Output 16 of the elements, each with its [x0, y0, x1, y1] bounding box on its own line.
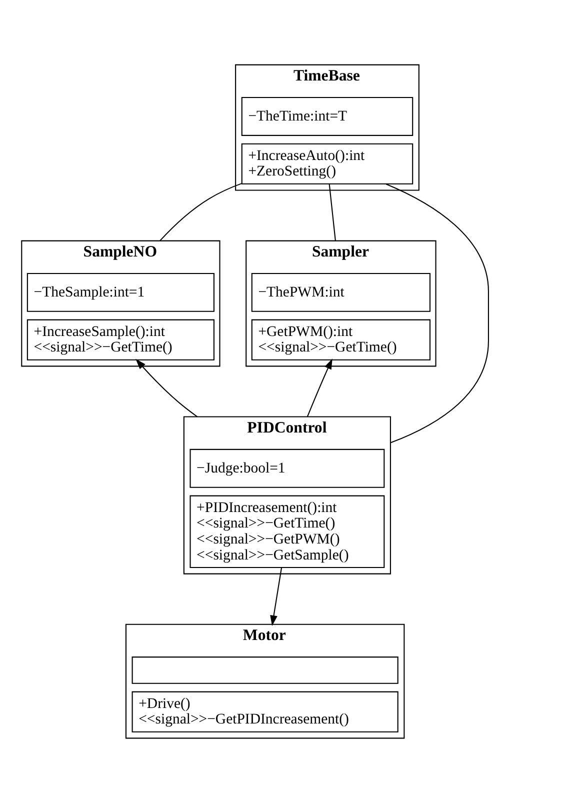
connector: [328, 184, 336, 240]
node-box: −ThePWM:int: [250, 272, 430, 312]
node-box: −TheTime:int=T: [240, 96, 413, 136]
node-box: +GetPWM():int <<signal>>−GetTime(): [250, 318, 430, 360]
arrow: [135, 358, 198, 417]
node-box: +PIDIncreasement():int <<signal>>−GetTime() <<signal>>−GetPWM() <<signal>>−GetSample(): [189, 494, 384, 568]
node-box: +IncreaseSample():int <<signal>>−GetTime(): [26, 318, 214, 360]
arrow: [306, 358, 332, 416]
node-box: −TheSample:int=1: [26, 272, 214, 312]
node-box: +Drive() <<signal>>−GetPIDIncreasement(): [131, 690, 398, 732]
node-box: −Judge:bool=1: [189, 448, 384, 488]
connector: [159, 182, 242, 241]
node-box: [131, 656, 398, 684]
arrow: [270, 566, 282, 626]
connector: [385, 183, 488, 443]
node-box: +IncreaseAuto():int +ZeroSetting(): [240, 142, 413, 184]
